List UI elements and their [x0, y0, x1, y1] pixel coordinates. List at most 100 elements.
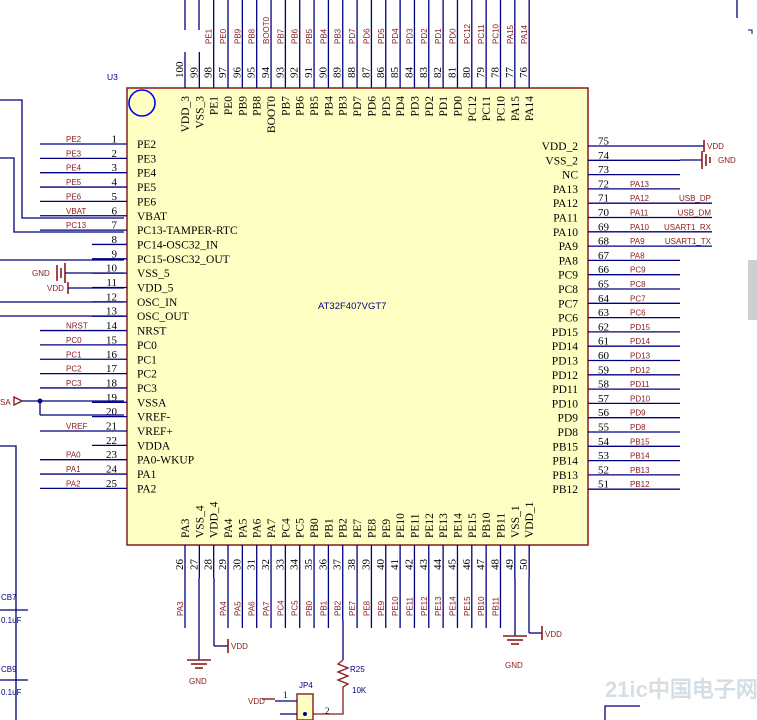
r25-value: 10K: [352, 686, 367, 695]
cb7-ref: CB7: [1, 593, 17, 602]
top-pin-name: VDD_3: [180, 96, 192, 133]
bottom-pin-number: 46: [461, 559, 473, 571]
r25-jp4-group: R25 10K JP4 1 2 VDD: [248, 620, 367, 720]
right-pin-name: PB15: [552, 441, 578, 453]
right-net-label: PC6: [630, 309, 646, 318]
left-net-label: PE5: [66, 178, 82, 187]
jp4-body: [296, 693, 314, 720]
top-pin-name: PA15: [510, 96, 522, 121]
left-pin-name: PE2: [137, 139, 156, 151]
bottom-pin-name: PB2: [338, 518, 350, 538]
right-pin-name: PD9: [558, 413, 579, 425]
top-pin-name: PB6: [295, 96, 307, 116]
right-pin-name: PB13: [552, 470, 578, 482]
top-pin-name: PB3: [338, 96, 350, 116]
top-pin-number: 93: [274, 67, 286, 79]
bottom-pin-number: 45: [446, 559, 458, 571]
top-pin-name: PB8: [252, 96, 264, 116]
right-pin-number: 69: [598, 221, 610, 233]
left-pin-name: PC3: [137, 383, 157, 395]
top-net-label: PC10: [491, 23, 500, 44]
bottom-pin-number: 47: [475, 559, 487, 571]
left-pin-number: 8: [112, 234, 118, 246]
bottom-pin-number: 33: [274, 559, 286, 571]
left-net-label: PC0: [66, 336, 82, 345]
bottom-pin-number: 44: [432, 559, 444, 571]
bottom-pin-number: 32: [260, 559, 272, 570]
right-pin-number: 71: [598, 193, 609, 205]
top-net-label: PB6: [291, 28, 300, 44]
bottom-pin-number: 34: [289, 559, 301, 571]
left-pin-number: 23: [106, 449, 118, 461]
top-pin-name: BOOT0: [266, 96, 278, 133]
left-pin-name: VREF-: [137, 412, 170, 424]
right-net-label: PA8: [630, 251, 645, 260]
bottom-pin-name: PB10: [481, 512, 493, 538]
left-pin-name: VSSA: [137, 397, 167, 409]
right-pin-name: PB12: [552, 484, 578, 496]
bottom-net-label: PC5: [291, 600, 300, 616]
bottom-net-label: PA6: [248, 601, 257, 616]
scrollbar-thumb[interactable]: [748, 260, 757, 320]
cb9-ref: CB9: [1, 665, 17, 674]
top-pin-number: 86: [375, 67, 387, 79]
right-pin-name: PD12: [552, 370, 578, 382]
bottom-pin-name: PA6: [252, 518, 264, 538]
left-pin-number: 4: [112, 177, 118, 189]
watermark: 21ic中国电子网: [605, 677, 757, 702]
left-pin-number: 22: [106, 435, 117, 447]
top-pin-number: 87: [360, 67, 372, 79]
right-pin-number: 68: [598, 236, 610, 248]
right-pin-name: NC: [562, 170, 578, 182]
right-net-label: PD15: [630, 323, 651, 332]
right-pin-number: 61: [598, 336, 609, 348]
right-net-label: PD12: [630, 366, 651, 375]
right-pin-name: PA10: [553, 227, 578, 239]
bottom-pin-number: 37: [332, 559, 344, 571]
left-net-label: PE6: [66, 192, 82, 201]
bottom-net-label: PA5: [233, 601, 242, 616]
left-net-label: PA1: [66, 465, 81, 474]
left-pin-name: PC15-OSC32_OUT: [137, 254, 230, 266]
right-pin-number: 73: [598, 164, 610, 176]
top-net-label: PA15: [506, 24, 515, 44]
left-net-label: PC2: [66, 365, 82, 374]
vdd-label-jp4: VDD: [248, 697, 265, 706]
left-pin-name: VDD_5: [137, 283, 174, 295]
left-net-label: PC1: [66, 350, 82, 359]
bottom-pin-number: 42: [403, 559, 415, 570]
right-pin-name: VSS_2: [545, 155, 578, 167]
top-pin-number: 79: [475, 67, 487, 79]
jp4-pin2: 2: [325, 706, 330, 716]
top-pin-number: 92: [289, 67, 301, 78]
left-wire-fragments: [0, 99, 124, 720]
bottom-pin-group: 26PA3PA327VSS_428VDD_429PA4PA430PA5PA531…: [174, 501, 536, 628]
top-net-label: PD2: [420, 28, 429, 44]
top-pin-name: PE0: [223, 96, 235, 115]
left-pin-name: PE6: [137, 196, 156, 208]
vssa-net-fragment: SA: [0, 398, 11, 407]
bottom-pin-number: 36: [317, 559, 329, 571]
top-net-label: PD7: [348, 28, 357, 44]
left-pin-name: PC2: [137, 369, 157, 381]
bottom-pin-name: VDD_1: [524, 501, 536, 538]
top-pin-name: PB4: [323, 96, 335, 116]
bottom-net-label: PE14: [448, 596, 457, 616]
bottom-pin-name: PE10: [395, 513, 407, 538]
right-pin-number: 53: [598, 450, 610, 462]
top-pin-number: 83: [418, 67, 430, 79]
bottom-pin-name: PC4: [280, 518, 292, 538]
vdd-label-pin11: VDD: [47, 284, 64, 293]
bottom-pin-number: 30: [231, 559, 243, 571]
top-net-label: PD5: [377, 28, 386, 44]
right-pin-name: PA12: [553, 198, 578, 210]
left-pin-name: OSC_IN: [137, 297, 178, 309]
top-pin-name: PA14: [524, 96, 536, 121]
top-pin-name: PB7: [280, 96, 292, 116]
right-net-label: PD14: [630, 337, 651, 346]
left-pin-name: PC13-TAMPER-RTC: [137, 225, 238, 237]
bottom-pin-number: 26: [174, 559, 186, 571]
bottom-pin-name: PB1: [323, 518, 335, 538]
bottom-net-label: PB10: [477, 596, 486, 616]
